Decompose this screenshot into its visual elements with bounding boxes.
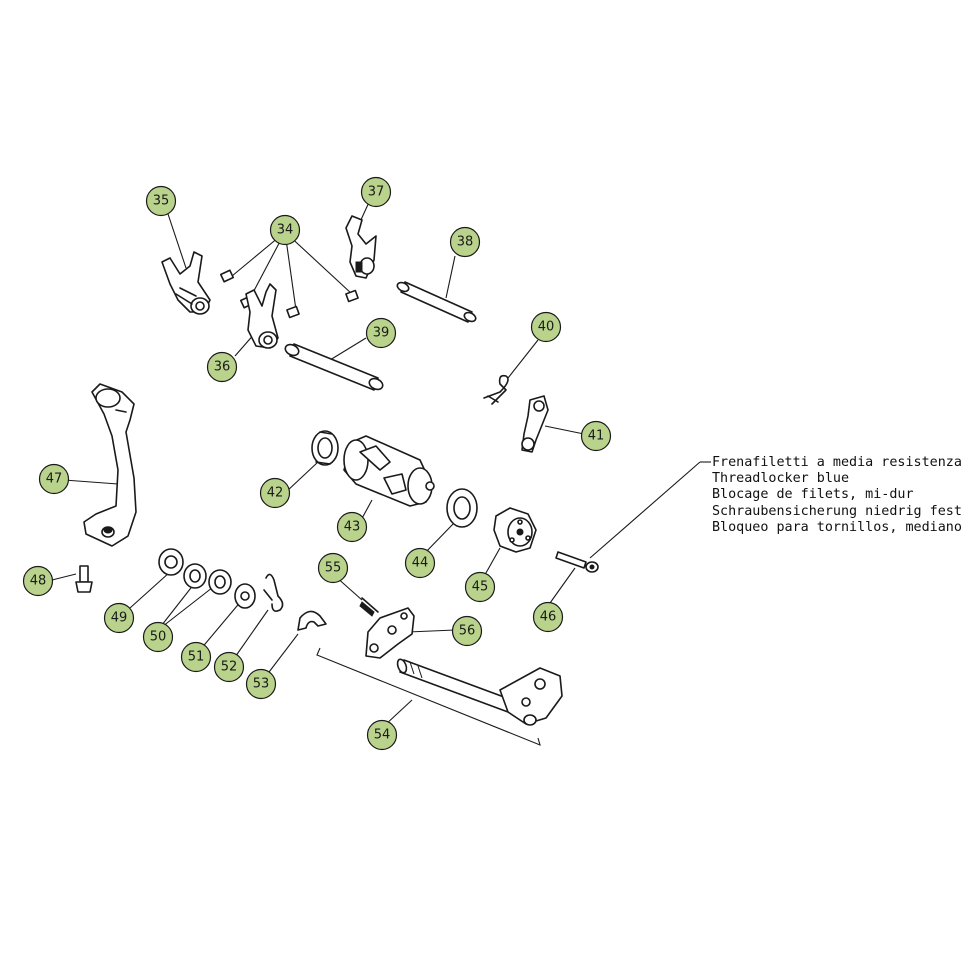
callout-label: 43 — [344, 520, 361, 535]
part-37-shift-fork — [345, 215, 377, 279]
note-line-de: Schraubensicherung niedrig fest — [712, 503, 962, 519]
callout-label: 34 — [277, 223, 294, 238]
callout-label: 49 — [111, 611, 128, 626]
callout-label: 41 — [588, 429, 605, 444]
callout-41: 41 — [580, 420, 612, 452]
part-34-pins — [219, 269, 359, 319]
part-48-bolt — [75, 565, 93, 593]
note-line-fr: Blocage de filets, mi-dur — [712, 487, 914, 503]
callout-label: 38 — [457, 235, 474, 250]
callout-label: 53 — [253, 677, 270, 692]
part-51-washer — [234, 583, 256, 609]
callout-51: 51 — [180, 641, 212, 673]
callout-label: 37 — [368, 185, 385, 200]
callout-label: 35 — [153, 194, 170, 209]
part-45-star-wheel — [493, 507, 537, 553]
callout-44: 44 — [404, 547, 436, 579]
part-54-shift-shaft — [396, 658, 563, 726]
callout-39: 39 — [365, 317, 397, 349]
part-55-spring — [359, 597, 379, 617]
part-41-lever — [521, 395, 549, 453]
part-47-shift-lever — [83, 383, 137, 547]
callout-label: 44 — [412, 556, 429, 571]
callout-label: 51 — [188, 650, 205, 665]
callout-54: 54 — [366, 719, 398, 751]
callout-label: 40 — [538, 320, 555, 335]
callout-label: 56 — [459, 624, 476, 639]
callout-53: 53 — [245, 668, 277, 700]
part-52-spring — [263, 573, 284, 612]
callout-47: 47 — [38, 463, 70, 495]
note-line-en: Threadlocker blue — [712, 471, 850, 487]
callout-42: 42 — [259, 477, 291, 509]
note-line-es: Bloqueo para tornillos, mediano — [712, 519, 962, 535]
part-38-rod — [396, 281, 477, 323]
callout-label: 54 — [374, 728, 391, 743]
callout-label: 36 — [214, 360, 231, 375]
callout-40: 40 — [530, 311, 562, 343]
part-36-shift-fork — [245, 283, 279, 349]
callout-49: 49 — [103, 602, 135, 634]
callout-56: 56 — [451, 615, 483, 647]
callout-45: 45 — [464, 571, 496, 603]
callout-label: 55 — [325, 561, 342, 576]
callout-52: 52 — [213, 651, 245, 683]
callout-label: 42 — [267, 486, 284, 501]
part-46-bolt — [555, 551, 599, 573]
part-42-bearing — [311, 430, 339, 466]
callout-label: 52 — [221, 660, 238, 675]
part-35-shift-fork — [161, 251, 211, 315]
part-50-needle-bearings — [183, 563, 232, 595]
callout-37: 37 — [360, 176, 392, 208]
part-49-bearing — [158, 548, 184, 576]
callout-35: 35 — [145, 185, 177, 217]
part-53-clip — [297, 610, 327, 631]
callout-label: 45 — [472, 580, 489, 595]
callout-55: 55 — [317, 552, 349, 584]
part-40-spring — [483, 374, 509, 405]
note-line-it: Frenafiletti a media resistenza — [712, 455, 962, 470]
part-56-plate — [365, 607, 415, 659]
callout-38: 38 — [449, 226, 481, 258]
callouts: 35 34 37 38 36 39 40 41 — [22, 176, 612, 751]
part-43-shift-drum — [343, 435, 435, 507]
callout-34: 34 — [269, 214, 301, 246]
callout-46: 46 — [532, 601, 564, 633]
callout-36: 36 — [206, 351, 238, 383]
callout-50: 50 — [142, 621, 174, 653]
callout-48: 48 — [22, 565, 54, 597]
callout-label: 48 — [30, 574, 47, 589]
callout-label: 50 — [150, 630, 167, 645]
part-44-bearing — [446, 488, 478, 528]
callout-label: 39 — [373, 326, 390, 341]
callout-43: 43 — [336, 511, 368, 543]
part-39-rod — [284, 343, 384, 391]
callout-label: 47 — [46, 472, 63, 487]
callout-label: 46 — [540, 610, 557, 625]
